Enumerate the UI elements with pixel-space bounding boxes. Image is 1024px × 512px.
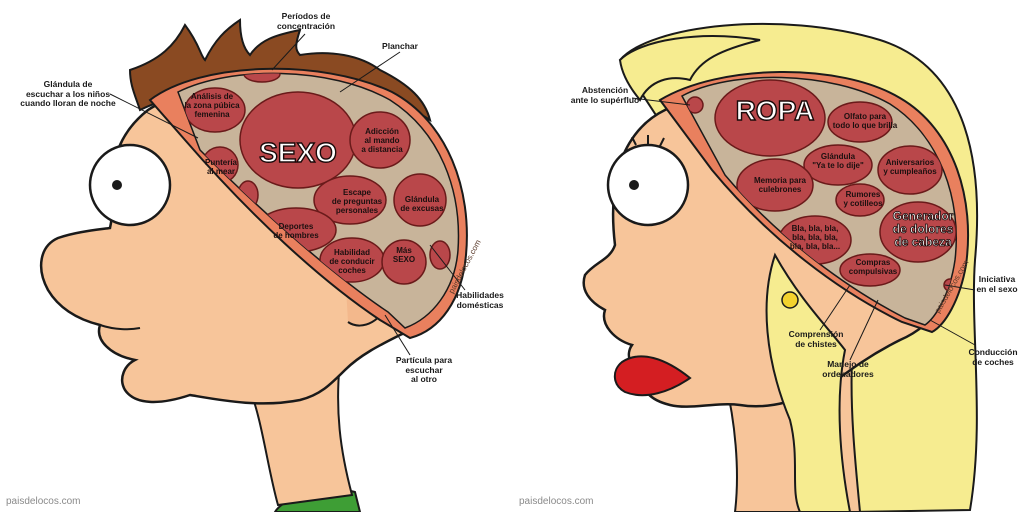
label-glandula-dije: Glándula "Ya te lo dije" (812, 152, 864, 170)
female-hair-side (765, 252, 852, 512)
label-rumores: Rumores y cotilleos (843, 190, 883, 208)
female-figure (582, 22, 979, 512)
label-habilidades: Habilidades domésticas (456, 290, 504, 310)
lobe-generador (879, 201, 957, 263)
lobe-excusas (393, 173, 447, 227)
female-lips (613, 355, 692, 397)
female-eye (606, 143, 690, 227)
male-pupil (112, 180, 122, 190)
female-watermark: paisdelocos.com (519, 496, 594, 507)
label-sexo: SEXO (258, 137, 337, 168)
label-conduccion: Conducción de coches (968, 347, 1018, 367)
label-compras: Compras compulsivas (848, 258, 898, 276)
lobe-mas-sexo (381, 239, 427, 285)
female-lashes (631, 135, 665, 147)
lobe-memoria (736, 158, 814, 212)
label-generador: Generador de dolores de cabeza (892, 209, 954, 249)
label-analisis: Análisis de la zona púbica femenina (184, 92, 240, 119)
lobe-rumores (835, 183, 885, 217)
label-planchar: Planchar (382, 41, 418, 51)
male-watermark: paisdelocos.com (6, 496, 81, 507)
lobe-olfato (827, 101, 893, 143)
female-hair-front (618, 35, 761, 102)
label-mas-sexo: Más SEXO (392, 246, 416, 264)
lobe-analisis (184, 87, 246, 133)
label-abstencion: Abstención ante lo supérfluo (570, 85, 640, 105)
label-aniversarios: Aniversarios y cumpleaños (883, 158, 937, 176)
lobe-small-a (429, 240, 451, 270)
lobe-ropa (714, 79, 826, 157)
lobe-escape (313, 175, 387, 225)
male-eye (88, 143, 172, 227)
lobe-dije (803, 144, 873, 186)
female-earring (781, 291, 799, 309)
label-particula: Partícula para escuchar al otro (395, 355, 453, 384)
male-mouth (99, 324, 141, 331)
label-glandula-ninos: Glándula de escuchar a los niños cuando … (20, 79, 116, 108)
lobe-aniversarios (877, 145, 943, 195)
label-bla: Bla, bla, bla, bla, bla, bla, bla, bla, … (789, 224, 841, 251)
lobe-compras (839, 253, 901, 287)
label-escape: Escape de preguntas personales (331, 188, 383, 215)
label-adiccion: Adicción al mando a distancia (361, 127, 403, 154)
label-comprension: Comprensión de chistes (788, 329, 844, 349)
label-memoria: Memoria para culebrones (753, 176, 807, 194)
label-manejo: Manejo de ordenadores (822, 359, 874, 379)
label-ropa: ROPA (735, 95, 815, 126)
label-olfato: Olfato para todo lo que brilla (832, 112, 898, 130)
label-periodos: Períodos de concentración (276, 11, 336, 31)
female-pupil (629, 180, 639, 190)
label-punteria: Puntería al mear (204, 158, 237, 176)
lobe-adiccion (349, 111, 411, 169)
male-figure (40, 18, 468, 512)
label-deportes: Deportes de hombres (273, 222, 319, 240)
label-glandula-excusas: Glándula de excusas (400, 195, 444, 213)
label-iniciativa: Iniciativa en el sexo (976, 274, 1018, 294)
label-habilidad-coches: Habilidad de conducir coches (329, 248, 375, 275)
